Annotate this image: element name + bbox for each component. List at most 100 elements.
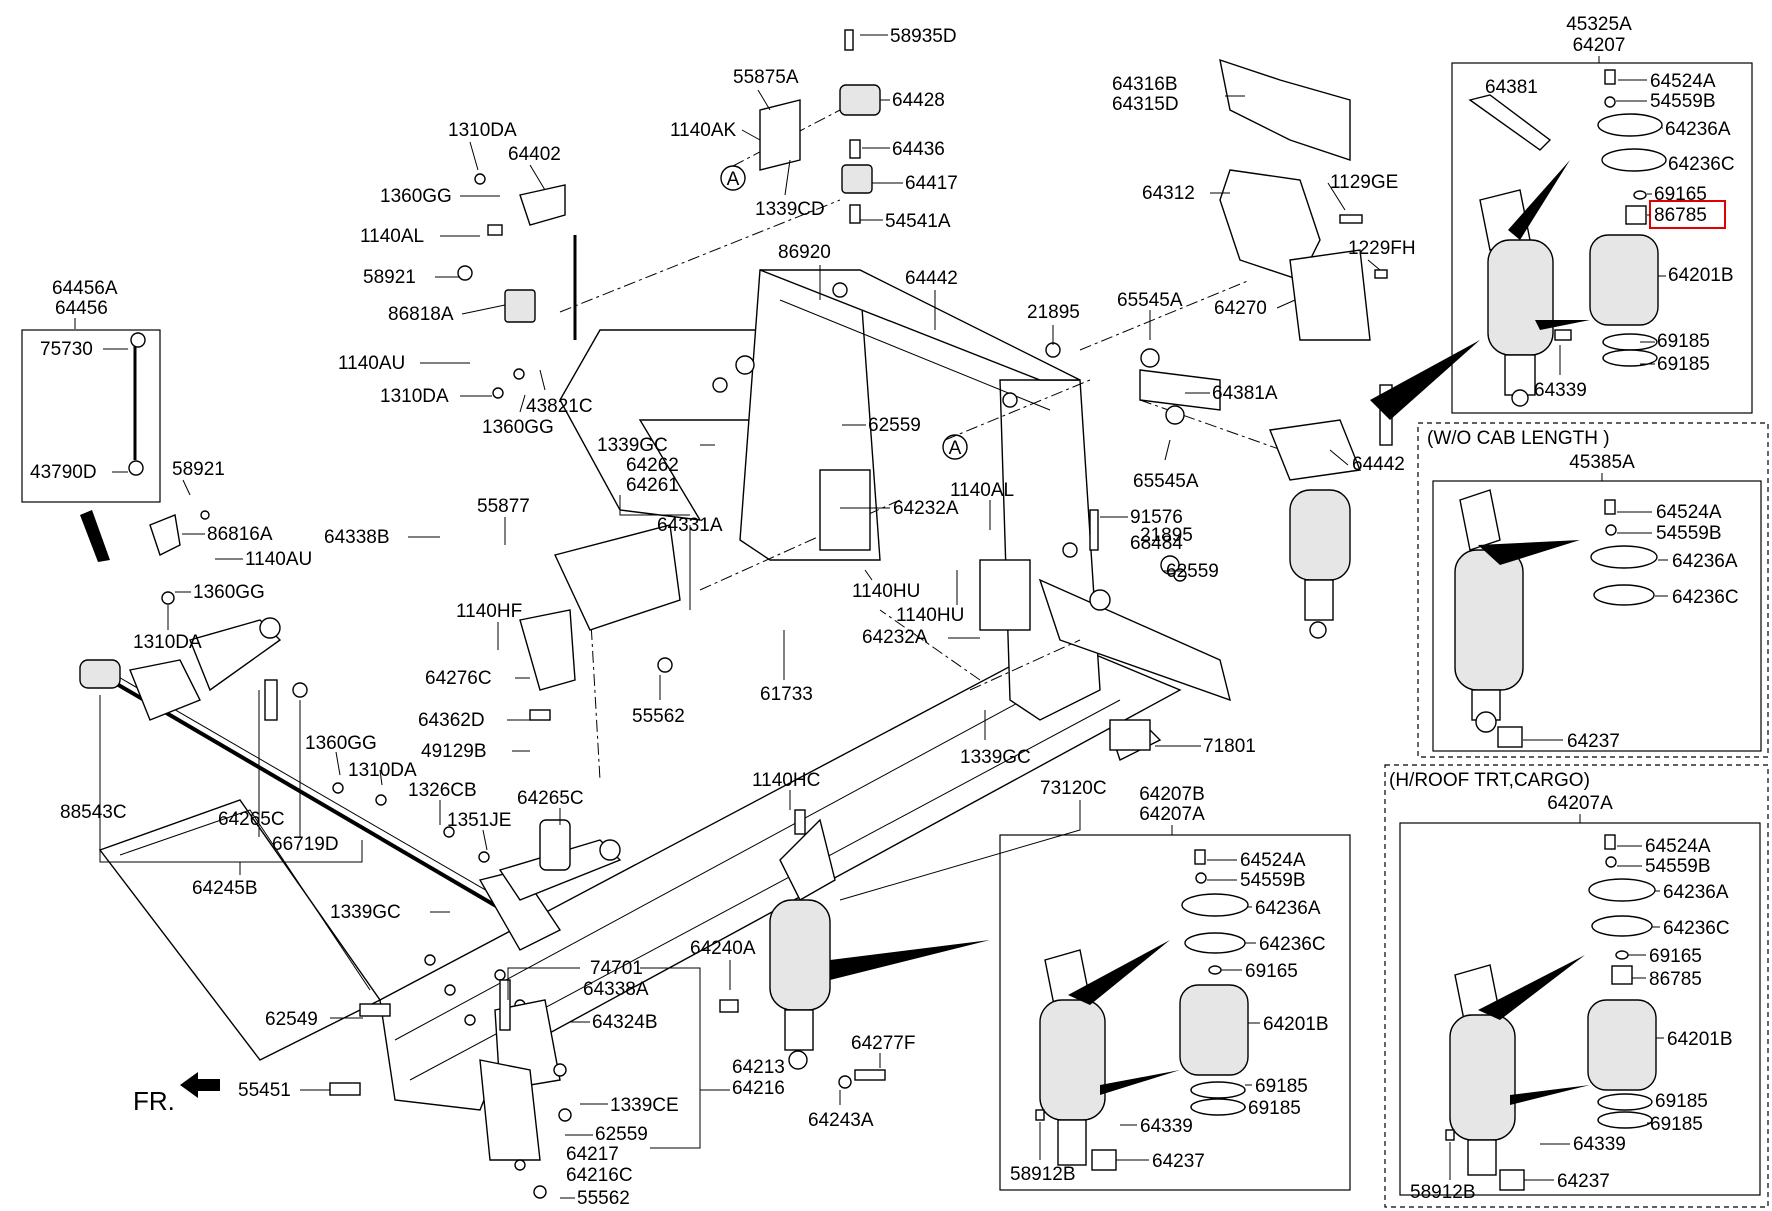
box4-label-64524A: 64524A bbox=[1645, 836, 1711, 857]
box3-label-69185: 69185 bbox=[1248, 1098, 1301, 1119]
label-64216C: 64216C bbox=[566, 1165, 633, 1186]
ref-a-top: A bbox=[727, 169, 740, 190]
label-64338B: 64338B bbox=[324, 527, 390, 548]
label-1310DA: 1310DA bbox=[448, 120, 517, 141]
box3-label-64236C: 64236C bbox=[1259, 934, 1326, 955]
label-71801: 71801 bbox=[1203, 736, 1256, 757]
label-1310DA: 1310DA bbox=[380, 386, 449, 407]
label-55875A: 55875A bbox=[733, 67, 799, 88]
label-64217: 64217 bbox=[566, 1144, 619, 1165]
box3-label-69165: 69165 bbox=[1245, 961, 1298, 982]
label-55562: 55562 bbox=[577, 1188, 630, 1209]
front-arrow-icon bbox=[180, 1072, 220, 1098]
label-55877: 55877 bbox=[477, 496, 530, 517]
label-1140HF: 1140HF bbox=[456, 601, 522, 622]
label-91576: 91576 bbox=[1130, 507, 1183, 528]
label-66719D: 66719D bbox=[272, 834, 339, 855]
label-64276C: 64276C bbox=[425, 668, 492, 689]
label-64243A: 64243A bbox=[808, 1110, 874, 1131]
detail-box-45385A: (W/O CAB LENGTH ) 45385A 64524A 54559B 6… bbox=[1417, 422, 1769, 758]
label-49129B: 49129B bbox=[421, 741, 487, 762]
box2-label-64524A: 64524A bbox=[1656, 502, 1722, 523]
box3-label-64201B: 64201B bbox=[1263, 1014, 1329, 1035]
box2-label-64236C: 64236C bbox=[1672, 587, 1739, 608]
ref-a-mid: A bbox=[949, 438, 962, 459]
label-64316B: 64316B bbox=[1112, 74, 1178, 95]
box1-header-64207: 64207 bbox=[1573, 35, 1626, 56]
label-64436: 64436 bbox=[892, 139, 945, 160]
label-64277F: 64277F bbox=[851, 1033, 915, 1054]
label-64232A: 64232A bbox=[893, 498, 959, 519]
label-54541A: 54541A bbox=[885, 211, 951, 232]
callout-labels: 58935D 55875A 64428 1140AK 64436 64417 1… bbox=[30, 26, 1416, 1209]
label-64338A: 64338A bbox=[583, 979, 649, 1000]
box4-header-64207A: 64207A bbox=[1547, 793, 1613, 814]
label-1310DA: 1310DA bbox=[133, 632, 202, 653]
box3-label-64236A: 64236A bbox=[1255, 898, 1321, 919]
label-55451: 55451 bbox=[238, 1080, 291, 1101]
label-64417: 64417 bbox=[905, 173, 958, 194]
box3-label-69185: 69185 bbox=[1255, 1076, 1308, 1097]
label-1229FH: 1229FH bbox=[1348, 238, 1416, 259]
label-1339GC: 1339GC bbox=[597, 435, 668, 456]
label-86920: 86920 bbox=[778, 242, 831, 263]
box2-label-64236A: 64236A bbox=[1672, 551, 1738, 572]
box1-label-64201B: 64201B bbox=[1668, 265, 1734, 286]
box4-label-69165: 69165 bbox=[1649, 946, 1702, 967]
label-64362D: 64362D bbox=[418, 710, 485, 731]
label-43821C: 43821C bbox=[526, 396, 593, 417]
box4-label-86785: 86785 bbox=[1649, 969, 1702, 990]
label-1360GG: 1360GG bbox=[380, 186, 452, 207]
box3-label-64339: 64339 bbox=[1140, 1116, 1193, 1137]
label-1140AL: 1140AL bbox=[360, 226, 424, 247]
lower-air-spring bbox=[329, 809, 990, 1199]
box1-label-64339: 64339 bbox=[1534, 380, 1587, 401]
label-64265C: 64265C bbox=[218, 809, 285, 830]
box4-title: (H/ROOF TRT,CARGO) bbox=[1389, 770, 1590, 791]
label-68484: 68484 bbox=[1130, 533, 1183, 554]
label-1351JE: 1351JE bbox=[447, 810, 511, 831]
label-1310DA: 1310DA bbox=[348, 760, 417, 781]
label-64261: 64261 bbox=[626, 475, 679, 496]
label-64442: 64442 bbox=[905, 268, 958, 289]
detail-box-45325A: 45325A 64207 64381 64524A 54559B 64236A … bbox=[1451, 14, 1753, 414]
label-64240A: 64240A bbox=[690, 938, 756, 959]
box4-label-69185: 69185 bbox=[1650, 1114, 1703, 1135]
label-43790D: 43790D bbox=[30, 462, 97, 483]
label-21895: 21895 bbox=[1027, 302, 1080, 323]
label-64402: 64402 bbox=[508, 144, 561, 165]
box1-label-54559B: 54559B bbox=[1650, 91, 1716, 112]
label-1326CB: 1326CB bbox=[408, 780, 477, 801]
label-64312: 64312 bbox=[1142, 183, 1195, 204]
label-64262: 64262 bbox=[626, 455, 679, 476]
label-1129GE: 1129GE bbox=[1330, 172, 1398, 193]
label-21895: 21895 bbox=[1140, 525, 1193, 546]
label-61733: 61733 bbox=[760, 684, 813, 705]
label-64456: 64456 bbox=[55, 298, 108, 319]
label-86818A: 86818A bbox=[388, 304, 454, 325]
box4-label-69185: 69185 bbox=[1655, 1091, 1708, 1112]
label-1339GC: 1339GC bbox=[330, 902, 401, 923]
box1-header-45325A: 45325A bbox=[1566, 14, 1632, 35]
box1-label-64381: 64381 bbox=[1485, 77, 1538, 98]
label-64456A: 64456A bbox=[52, 278, 118, 299]
label-55562: 55562 bbox=[632, 706, 685, 727]
box3-label-58912B: 58912B bbox=[1010, 1164, 1076, 1185]
stabilizer-bar-assembly bbox=[79, 332, 622, 951]
box3-header-64207B: 64207B bbox=[1139, 784, 1205, 805]
label-86816A: 86816A bbox=[207, 524, 273, 545]
label-65545A: 65545A bbox=[1117, 290, 1183, 311]
label-64381A: 64381A bbox=[1212, 383, 1278, 404]
box1-label-69185: 69185 bbox=[1657, 354, 1710, 375]
label-1339GC: 1339GC bbox=[960, 747, 1031, 768]
box4-label-58912B: 58912B bbox=[1410, 1182, 1476, 1203]
label-62549: 62549 bbox=[265, 1009, 318, 1030]
label-64324B: 64324B bbox=[592, 1012, 658, 1033]
box4-label-64339: 64339 bbox=[1573, 1134, 1626, 1155]
box2-header-45385A: 45385A bbox=[1569, 452, 1635, 473]
box1-label-64524A: 64524A bbox=[1650, 71, 1716, 92]
box1-label-64236A: 64236A bbox=[1665, 119, 1731, 140]
box2-title: (W/O CAB LENGTH ) bbox=[1427, 428, 1610, 449]
label-1140AU: 1140AU bbox=[245, 549, 312, 570]
label-1140HC: 1140HC bbox=[752, 770, 820, 791]
